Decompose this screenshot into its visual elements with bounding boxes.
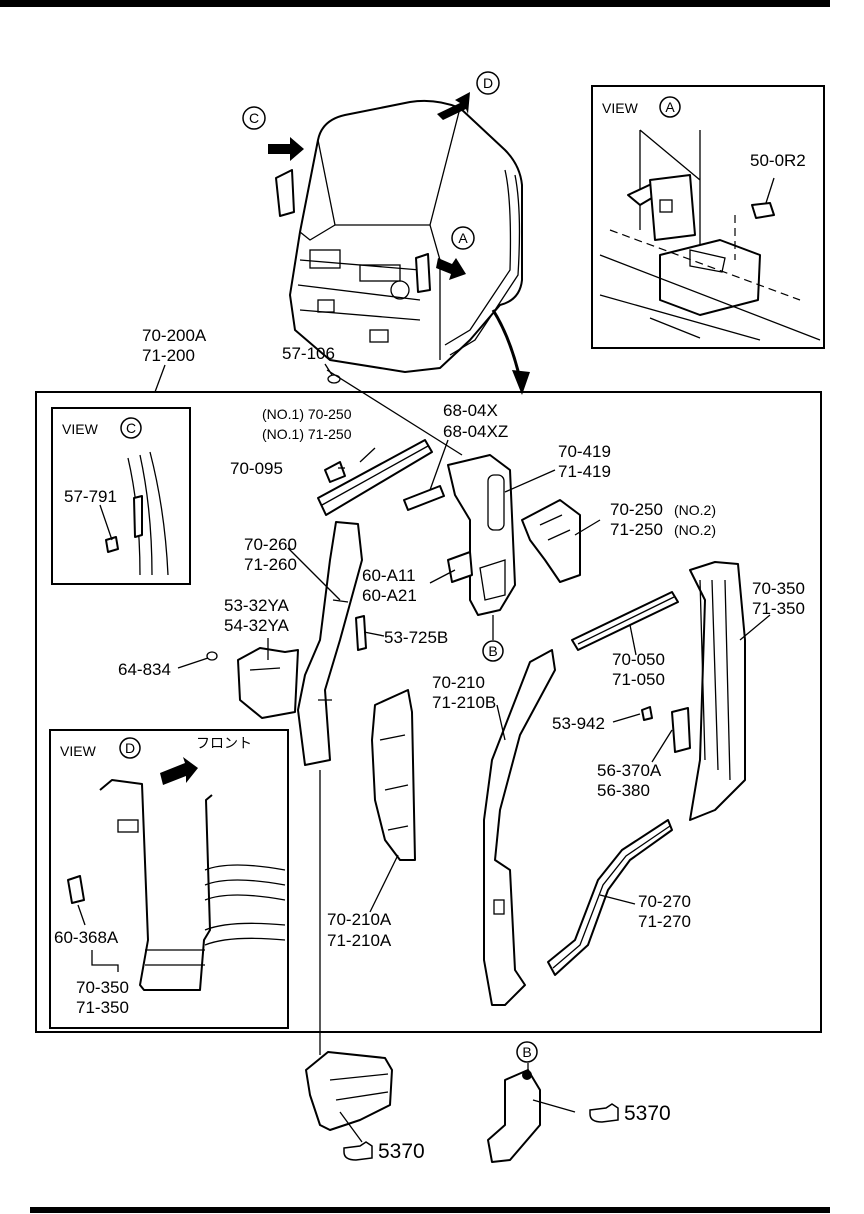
- part-70-095: 70-095: [230, 459, 283, 478]
- part-57-106: 57-106: [282, 344, 335, 363]
- part-71-260: 71-260: [244, 555, 297, 574]
- part-71-050: 71-050: [612, 670, 665, 689]
- grommet-57-106: [327, 374, 341, 384]
- part-71-419: 71-419: [558, 462, 611, 481]
- part-70-250-no2: 70-250: [610, 500, 663, 519]
- view-d-part-71-350: 71-350: [76, 998, 129, 1017]
- view-c-part-57-791: 57-791: [64, 487, 117, 506]
- view-c-ref: C: [126, 420, 136, 436]
- view-c-title: VIEW: [62, 421, 99, 437]
- view-c-illustration: [99, 451, 169, 576]
- part-68-04xz: 68-04XZ: [443, 422, 508, 441]
- view-d-ref-circle: [119, 737, 141, 759]
- ref-b-circle-main: [482, 640, 504, 662]
- view-a-title: VIEW: [602, 100, 639, 116]
- ref-c-label: C: [249, 110, 259, 126]
- view-d-title: VIEW: [60, 743, 97, 759]
- ref-b-label-bottom: B: [522, 1044, 531, 1060]
- part-70-250-no1: (NO.1) 70-250: [262, 406, 352, 422]
- part-70-419: 70-419: [558, 442, 611, 461]
- view-d-front-label: フロント: [196, 735, 252, 751]
- cab-illustration: [268, 92, 530, 395]
- assy-71-200: 71-200: [142, 346, 195, 365]
- part-60-a21: 60-A21: [362, 586, 417, 605]
- ref-c-circle: [242, 106, 266, 130]
- see-page-icon-1: [343, 1141, 373, 1161]
- view-d-illustration: [67, 779, 286, 991]
- part-53-725b: 53-725B: [384, 628, 448, 647]
- part-70-260: 70-260: [244, 535, 297, 554]
- part-56-370a: 56-370A: [597, 761, 662, 780]
- part-70-250-no2-suffix: (NO.2): [674, 502, 716, 518]
- ref-d-label: D: [483, 75, 493, 91]
- view-a-ref: A: [665, 99, 675, 115]
- ref-b-circle-bottom: [516, 1041, 538, 1063]
- part-70-210a: 70-210A: [327, 910, 392, 929]
- ref-a-label: A: [458, 230, 468, 246]
- part-53-942: 53-942: [552, 714, 605, 733]
- part-71-250-no2: 71-250: [610, 520, 663, 539]
- part-71-250-no1: (NO.1) 71-250: [262, 426, 352, 442]
- view-d-ref: D: [125, 740, 135, 756]
- top-rule: [0, 0, 830, 7]
- ref-a-circle: [451, 226, 475, 250]
- bottom-rule: [30, 1207, 830, 1213]
- view-a-part-50-0r2: 50-0R2: [750, 151, 806, 170]
- part-71-210a: 71-210A: [327, 931, 392, 950]
- view-c-ref-circle: [120, 417, 142, 439]
- view-a-illustration: [599, 129, 821, 341]
- part-71-210b: 71-210B: [432, 693, 496, 712]
- ref-b-label-main: B: [488, 643, 497, 659]
- part-60-a11: 60-A11: [362, 566, 416, 585]
- part-54-32ya: 54-32YA: [224, 616, 290, 635]
- see-page-icon-2: [589, 1103, 619, 1123]
- view-d-part-70-350: 70-350: [76, 978, 129, 997]
- ref-d-circle: [476, 71, 500, 95]
- part-56-380: 56-380: [597, 781, 650, 800]
- view-a-ref-circle: [659, 96, 681, 118]
- part-70-270: 70-270: [638, 892, 691, 911]
- assy-70-200a: 70-200A: [142, 326, 207, 345]
- part-71-270: 71-270: [638, 912, 691, 931]
- part-71-350: 71-350: [752, 599, 805, 618]
- view-c-frame: [51, 407, 191, 585]
- view-a-frame: [591, 85, 825, 349]
- part-illustrations: [177, 369, 771, 1163]
- view-d-frame: [49, 729, 289, 1029]
- part-53-32ya: 53-32YA: [224, 596, 290, 615]
- part-68-04x: 68-04X: [443, 401, 498, 420]
- view-d-part-60-368a: 60-368A: [54, 928, 119, 947]
- part-70-350: 70-350: [752, 579, 805, 598]
- see-page-5370-right[interactable]: 5370: [624, 1102, 671, 1125]
- part-70-210: 70-210: [432, 673, 485, 692]
- see-page-5370-left[interactable]: 5370: [378, 1140, 425, 1163]
- main-assembly-frame: [35, 391, 822, 1033]
- part-70-050: 70-050: [612, 650, 665, 669]
- part-71-250-no2-suffix: (NO.2): [674, 522, 716, 538]
- front-arrow-icon: [160, 757, 198, 785]
- part-64-834: 64-834: [118, 660, 171, 679]
